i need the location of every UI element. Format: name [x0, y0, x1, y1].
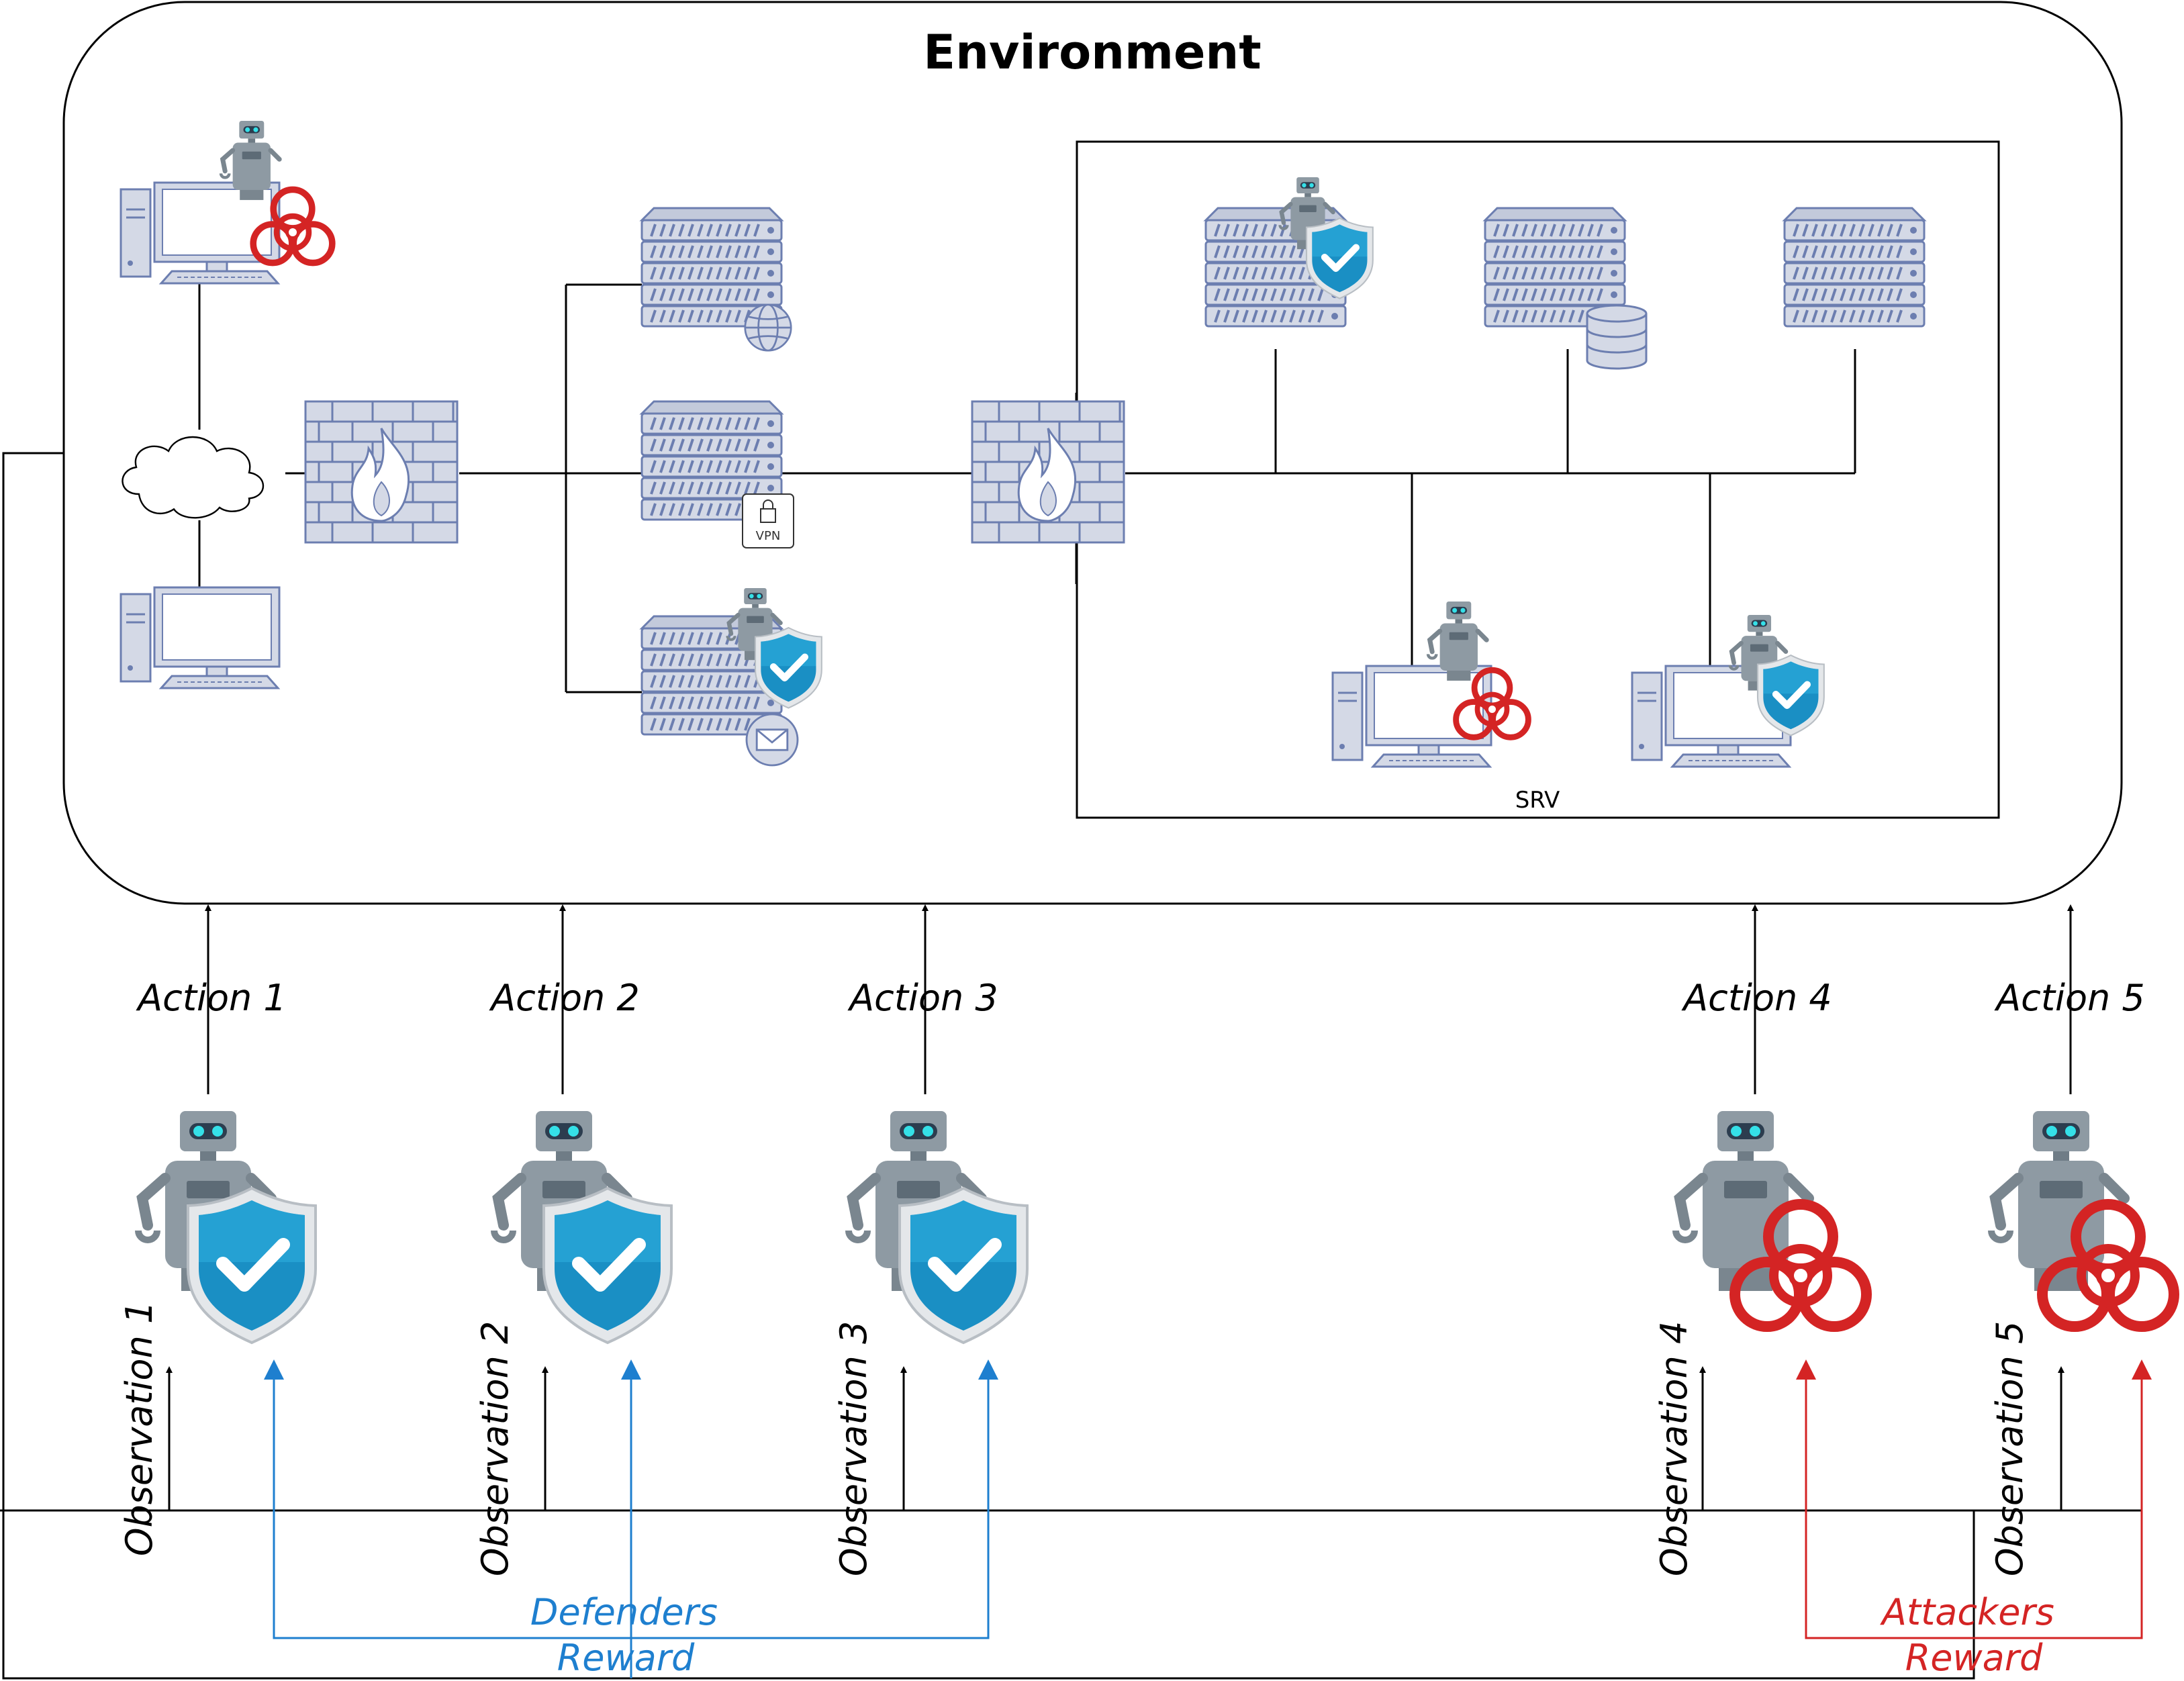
observation-label-2: Observation 2 [474, 1321, 516, 1576]
attackers-reward-label: Attackers Reward [1880, 1591, 2066, 1679]
workstation-icon [120, 586, 281, 689]
firewall-perimeter [304, 400, 459, 544]
vpn-badge: VPN [742, 493, 794, 548]
srv-workstation-compromised [1331, 665, 1492, 768]
padlock-icon [760, 499, 776, 523]
observation-label-5: Observation 5 [1989, 1321, 2031, 1576]
defender-agent-2 [494, 1111, 671, 1343]
workstation-icon [1331, 665, 1492, 768]
srv-server-plain [1783, 207, 1926, 328]
cloud-internet [122, 436, 265, 519]
action-arrows [205, 904, 2074, 1094]
shield-icon [188, 1188, 316, 1343]
shield-icon [544, 1188, 671, 1343]
defenders-reward-label: Defenders Reward [530, 1591, 729, 1679]
attacker-agent-5 [1991, 1111, 2174, 1327]
action-label-3: Action 3 [847, 977, 998, 1019]
observation-label-4: Observation 4 [1653, 1321, 1695, 1576]
defender-agent-1 [138, 1111, 316, 1343]
shield-icon [900, 1188, 1027, 1343]
attacker-agent-4 [1676, 1111, 1866, 1327]
firewall-internal [971, 400, 1125, 544]
server-icon [1783, 207, 1926, 328]
observation-arrows [166, 1366, 2064, 1510]
mail-icon [745, 713, 799, 767]
environment-title: Environment [923, 25, 1261, 80]
workstation-clean [120, 586, 281, 689]
globe-icon [744, 303, 792, 352]
action-label-5: Action 5 [1994, 977, 2145, 1019]
action-label-2: Action 2 [489, 977, 640, 1019]
database-icon [1586, 304, 1648, 370]
firewall-icon [304, 400, 459, 544]
observation-label-3: Observation 3 [833, 1321, 875, 1576]
firewall-icon [971, 400, 1125, 544]
action-label-1: Action 1 [136, 977, 287, 1019]
defenders-reward-loop [264, 1359, 998, 1678]
srv-zone-label: SRV [1515, 787, 1560, 814]
observation-label-1: Observation 1 [118, 1301, 160, 1556]
attackers-reward-loop [1796, 1359, 2152, 1639]
vpn-label: VPN [756, 529, 781, 543]
defender-agent-3 [849, 1111, 1027, 1343]
cloud-icon [122, 436, 265, 519]
action-label-4: Action 4 [1681, 977, 1832, 1019]
